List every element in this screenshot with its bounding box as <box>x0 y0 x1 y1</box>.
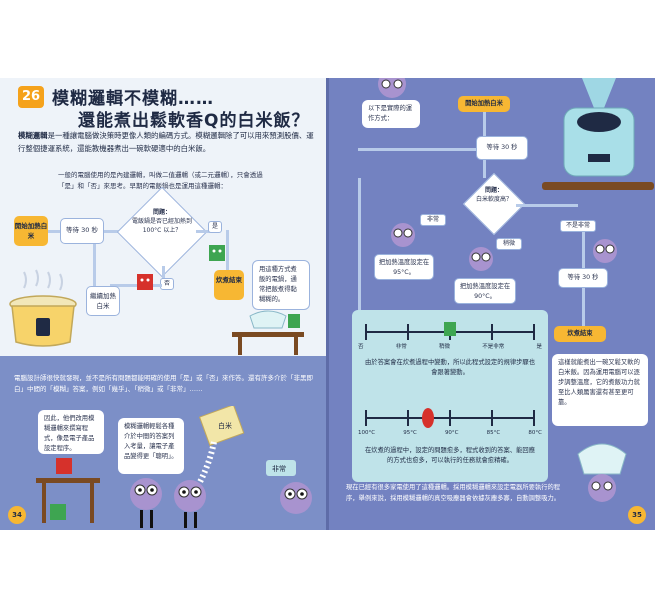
right-page: 以下是實際的運作方式： 開始加熱白米 等待 30 秒 問題： 白米軟度高？ 非常… <box>328 78 655 530</box>
flow-question-text: 電飯鍋是否已經加熱到 100°C 以上？ <box>132 218 193 234</box>
workbench-with-cubes <box>36 458 100 523</box>
temperature-scale-labels: 100°C 95°C 90°C 85°C 80°C <box>358 430 542 436</box>
scale1-tick: 否 <box>358 344 364 350</box>
right-flow-wait-box: 等待 30 秒 <box>476 136 528 160</box>
sign-label: 非常 <box>272 464 286 473</box>
rice-cooker-illustration <box>9 269 77 347</box>
right-flow-not-very-label: 不是非常 <box>560 220 596 232</box>
scale1-tick: 稍微 <box>438 344 450 350</box>
flow-arrow <box>162 266 165 286</box>
flow-arrow <box>516 204 578 207</box>
chapter-number: 26 <box>18 86 44 108</box>
binary-logic-note: 一般的電腦使用的是內建邏輯，叫做二值邏輯（或二元邏輯），只會透過「是」和「否」來… <box>58 171 263 190</box>
conclusion-paragraph: 現在已經有很多家電使用了這種邏輯。採用模糊邏輯來設定電器所要執行的程序，舉例來說… <box>346 484 561 502</box>
speech-bubble-2: 模糊邏輯輕鬆各種介於中間的答案列入考量，讓電子產品變得更「聰明」。 <box>118 418 184 474</box>
red-cube-character <box>137 274 153 290</box>
right-flow-very-label: 非常 <box>420 214 446 226</box>
sign-holding-character: 非常 <box>266 460 312 514</box>
top-purple-character <box>378 78 406 98</box>
scale1-tick: 是 <box>536 344 542 350</box>
scale2-tick: 90°C <box>444 430 459 436</box>
intro-bold-term: 模糊邏輯 <box>18 131 48 140</box>
flow-arrow <box>196 230 214 233</box>
right-flow-end-box: 炊煮結束 <box>554 326 606 342</box>
flow-no-label: 否 <box>160 278 174 290</box>
green-cube-character <box>209 245 225 261</box>
left-page-number: 34 <box>8 506 26 524</box>
right-page-number: 35 <box>628 506 646 524</box>
flow-arrow <box>582 288 585 326</box>
right-flow-slightly-label: 稍微 <box>496 238 522 250</box>
flow-arrow <box>483 112 486 136</box>
purple-character-very <box>391 223 415 247</box>
flow-arrow <box>93 244 96 286</box>
purple-character-slightly <box>469 247 493 271</box>
scale1-tick: 非常 <box>395 344 407 350</box>
flow-arrow <box>48 230 60 233</box>
purple-fuzzy-characters <box>130 478 206 528</box>
flow-arrow <box>358 148 476 151</box>
right-flow-question: 問題： 白米軟度高？ <box>468 186 520 204</box>
softness-scale <box>365 322 535 340</box>
flow-arrow <box>110 284 162 287</box>
right-flow-start-box: 開始加熱白米 <box>458 96 510 112</box>
rice-bowl-character <box>577 443 627 502</box>
flow-question-title: 問題： <box>152 209 171 216</box>
right-flow-wait-box-2: 等待 30 秒 <box>558 268 608 288</box>
right-top-speech-bubble: 以下是實際的運作方式： <box>362 100 420 128</box>
page-title-line1: 模糊邏輯不模糊…… <box>52 89 214 109</box>
flow-continue-box: 繼續加熱白米 <box>86 286 120 316</box>
book-spread: 26 模糊邏輯不模糊…… 還能煮出鬆軟香Q的白米飯？ 模糊邏輯是一種讓電腦做決策… <box>0 78 655 530</box>
flow-arrow <box>104 230 124 233</box>
flow-wait-box: 等待 30 秒 <box>60 218 104 244</box>
flow-end-box: 炊煮結束 <box>214 270 244 300</box>
cooker-speech-bubble: 用這種方式煮飯的電鍋，通常把飯煮得黏糊糊的。 <box>252 260 310 310</box>
temperature-scale <box>365 408 535 428</box>
scale2-tick: 100°C <box>358 430 376 436</box>
intro-text: 是一種讓電腦做決策時更像人類的編碼方式。模糊邏輯除了可以用來預測股價、運行整個捷… <box>18 131 314 153</box>
scale-panel-text-1: 由於答案會在炊煮過程中變動，所以此程式設定的規律步驟也會跟著變動。 <box>364 359 535 376</box>
right-flow-action-very: 把加熱溫度設定在 95°C。 <box>374 254 434 280</box>
speech-bubble-1: 因此，他們改用模糊邏輯來撰寫程式，像是電子產品設定程序。 <box>38 410 104 454</box>
right-flow-action-slightly: 把加熱溫度設定在 90°C。 <box>454 278 516 304</box>
scale2-tick: 80°C <box>528 430 542 436</box>
table-with-bowl <box>232 310 304 355</box>
flow-yes-label: 是 <box>208 221 222 233</box>
rice-box-label: 白米 <box>218 421 232 430</box>
flow-arrow <box>358 178 361 312</box>
softness-scale-labels: 否 非常 稍微 不是非常 是 <box>358 342 542 350</box>
book-spine <box>326 78 329 530</box>
flow-arrow <box>582 232 585 268</box>
right-flow-question-title: 問題： <box>484 187 503 194</box>
right-flow-question-text: 白米軟度高？ <box>475 196 512 203</box>
scale-panel-text-2: 在炊煮的過程中，設定的問題愈多，程式收到的答案、能回應的方式也愈多，可以執行的任… <box>364 447 535 464</box>
machine-rice-cooker <box>542 78 654 190</box>
flow-question: 問題： 電飯鍋是否已經加熱到 100°C 以上？ <box>132 208 192 235</box>
result-speech-bubble: 這樣就能煮出一碗又鬆又軟的白米飯。因為運用電腦可以逐步調整溫度，它的煮飯功力就至… <box>552 354 648 426</box>
scale2-tick: 85°C <box>486 430 501 436</box>
flow-start-box: 開始加熱白米 <box>14 216 48 246</box>
rice-box-pouring: 白米 <box>197 406 245 484</box>
scale1-tick: 不是非常 <box>482 344 505 350</box>
flow-arrow <box>483 160 486 178</box>
scale2-tick: 95°C <box>403 430 417 436</box>
flow-arrow <box>226 230 229 270</box>
left-page: 26 模糊邏輯不模糊…… 還能煮出鬆軟香Q的白米飯？ 模糊邏輯是一種讓電腦做決策… <box>0 78 327 530</box>
fuzzy-intro-paragraph: 電腦設計師很快就發現，並不是所有問題都能明確的使用「是」或「否」來作答。還有許多… <box>14 374 313 393</box>
intro-paragraph: 模糊邏輯是一種讓電腦做決策時更像人類的編碼方式。模糊邏輯除了可以用來預測股價、運… <box>18 129 314 155</box>
purple-character-not-very <box>593 239 617 263</box>
page-title-line2: 還能煮出鬆軟香Q的白米飯？ <box>78 111 310 131</box>
